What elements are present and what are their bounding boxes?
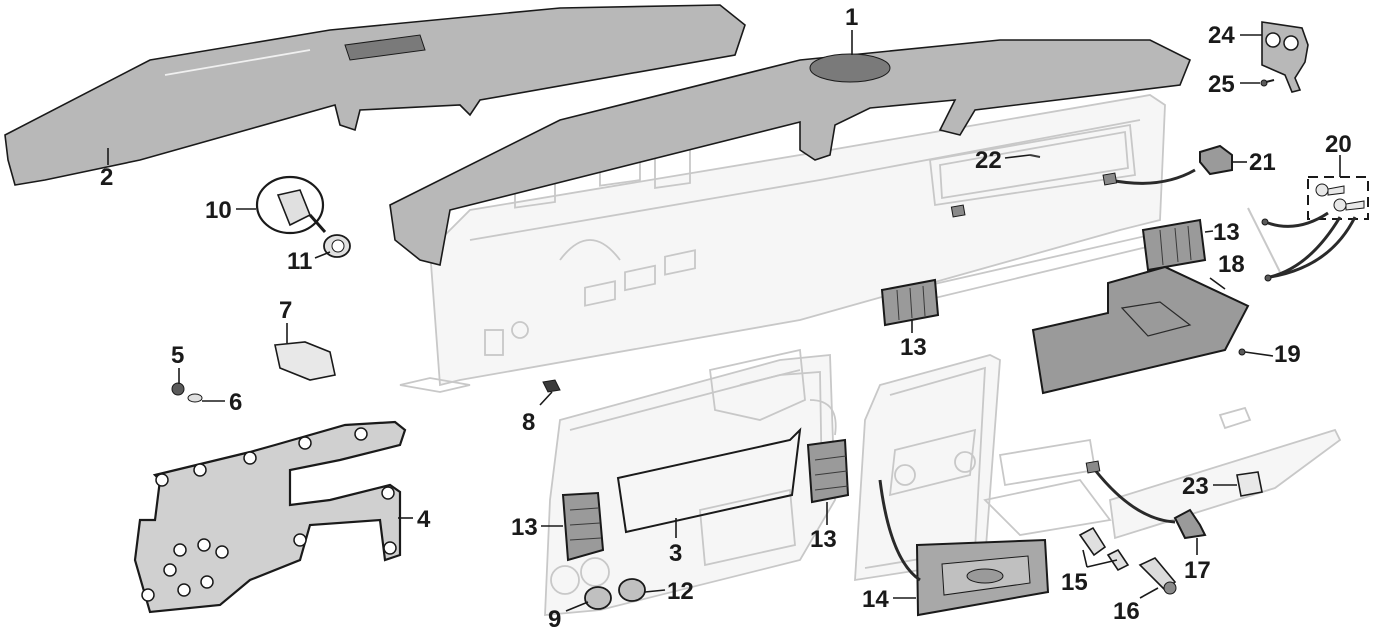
callout-19: 19	[1274, 341, 1301, 368]
part-18-glove-box-liner	[1031, 265, 1250, 395]
callout-7: 7	[279, 297, 292, 324]
install-arrow-17	[1093, 469, 1176, 524]
callout-13-lower-right: 13	[810, 526, 837, 553]
part-17-bumper	[1173, 508, 1207, 540]
part-11-bezel-nut	[323, 234, 351, 258]
part-13-vent-upper-right	[1141, 218, 1207, 272]
callout-18: 18	[1218, 251, 1245, 278]
part-13-vent-middle	[880, 278, 940, 327]
part-12-knob	[618, 578, 646, 602]
callout-5: 5	[171, 342, 184, 369]
callout-1: 1	[845, 4, 858, 31]
part-8-switch	[542, 379, 561, 393]
callout-4: 4	[417, 506, 431, 533]
bumper-location-17	[1085, 460, 1101, 474]
part-9-knob	[584, 586, 612, 610]
part-20-screw-set	[1247, 176, 1369, 282]
heater-control-ghost	[709, 348, 837, 436]
part-23-latch-striker	[1236, 471, 1263, 497]
callout-23: 23	[1182, 473, 1209, 500]
callout-6: 6	[229, 389, 242, 416]
callout-2: 2	[100, 164, 113, 191]
part-25-screw	[1260, 79, 1275, 87]
part-13-vent-lower-right	[806, 438, 850, 504]
glove-box-door-ghost	[1109, 406, 1342, 540]
install-arrow-14	[878, 479, 921, 582]
callout-11: 11	[287, 248, 312, 275]
cluster-housing-ghost	[544, 249, 836, 616]
lighter-bracket-ghost	[983, 438, 1112, 536]
part-1-dash-pad	[389, 39, 1192, 266]
callout-9: 9	[548, 606, 561, 633]
callout-15: 15	[1061, 569, 1088, 596]
callout-16: 16	[1113, 598, 1140, 625]
callout-22: 22	[975, 147, 1002, 174]
speaker-grille	[809, 53, 891, 83]
part-5-bulb-socket	[171, 382, 185, 396]
callout-24: 24	[1208, 22, 1235, 49]
callout-25: 25	[1208, 71, 1235, 98]
part-13-vent-lower-left	[561, 491, 605, 562]
callout-10: 10	[205, 197, 232, 224]
defrost-grille	[344, 34, 426, 61]
bumper-location	[950, 204, 966, 218]
callout-17: 17	[1184, 557, 1211, 584]
callout-3: 3	[669, 540, 682, 567]
part-15-lighter-housing	[1078, 526, 1130, 572]
part-24-bracket	[1261, 21, 1309, 93]
part-21-bumper	[1199, 144, 1233, 176]
part-16-lighter-element	[1138, 557, 1177, 595]
callout-13-upper-right: 13	[1213, 219, 1240, 246]
callout-21: 21	[1249, 149, 1276, 176]
callout-8: 8	[522, 409, 535, 436]
callout-14: 14	[862, 586, 889, 613]
ford-logo-icon	[966, 568, 1004, 584]
part-2-dash-pad-alt	[4, 4, 746, 186]
callouts: 1 2 3 4 5 6 7 8 9 10 11 12 13 13 13 13 1	[100, 4, 1352, 633]
part-7-regulator	[274, 341, 336, 381]
part-22-clip	[1029, 154, 1041, 158]
install-arrow-21	[1109, 168, 1196, 185]
part-14-radio-delete-plate	[915, 538, 1050, 617]
callout-20: 20	[1325, 131, 1352, 158]
callout-13-middle: 13	[900, 334, 927, 361]
part-6-bulb	[187, 393, 203, 403]
bumper-location-21	[1102, 172, 1118, 186]
part-10-switch	[255, 175, 327, 235]
callout-13-lower-left: 13	[511, 514, 538, 541]
part-3-cluster-lens	[616, 427, 802, 534]
part-4-printed-circuit	[133, 420, 407, 614]
part-19-screw	[1238, 348, 1246, 356]
callout-12: 12	[667, 578, 694, 605]
